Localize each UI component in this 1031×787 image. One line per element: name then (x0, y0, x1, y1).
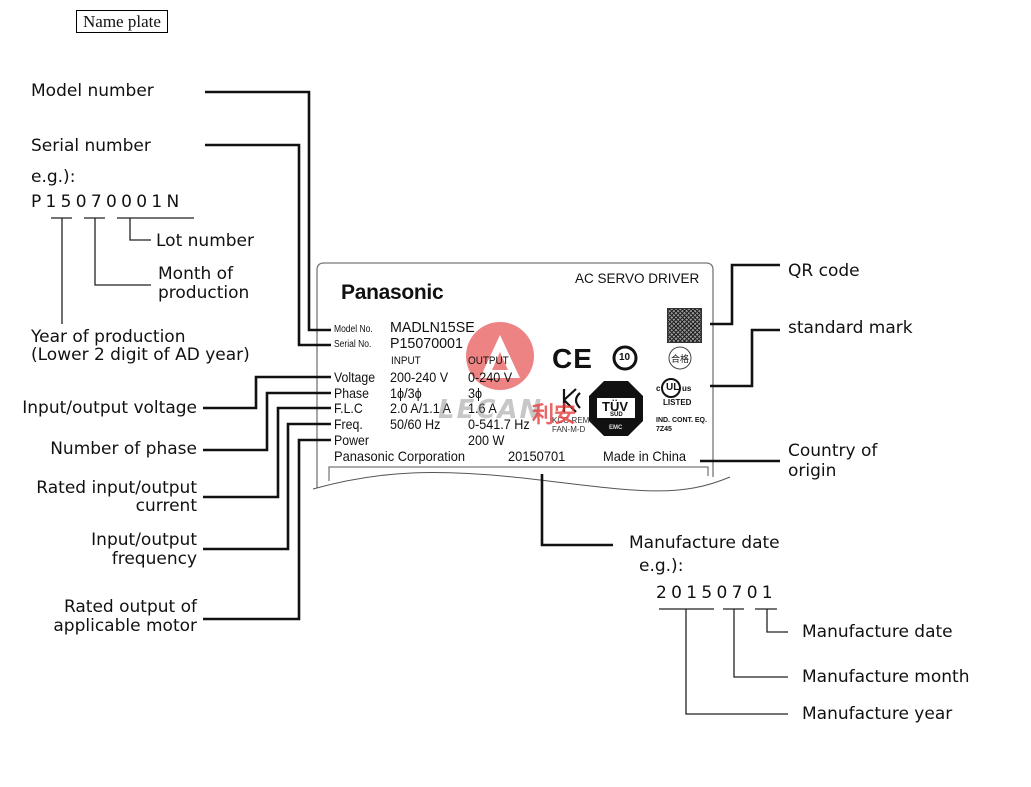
serial-example-prefix: e.g.): (31, 167, 76, 187)
label-io-voltage: Input/output voltage (22, 398, 197, 418)
kc-mark-text-2: FAN-M-D (552, 425, 586, 434)
pass-mark-icon: 合格 (671, 354, 690, 364)
plate-product: AC SERVO DRIVER (575, 271, 700, 286)
ce-mark-icon: CE (552, 343, 593, 374)
plate-row-output: 3ϕ (468, 385, 483, 401)
label-qr-code: QR code (788, 261, 860, 281)
label-serial-number: Serial number (31, 136, 151, 156)
pass-mark-circle (668, 346, 692, 370)
date-example-prefix: e.g.): (639, 556, 684, 576)
plate-row-label: F.L.C (334, 400, 363, 416)
label-manufacture-date: Manufacture date (629, 533, 780, 553)
label-date-part: Manufacture date (802, 622, 953, 642)
line-freq (203, 422, 331, 551)
plate-date: 20150701 (508, 448, 566, 464)
label-io-frequency-2: frequency (111, 549, 197, 569)
label-rated-current-1: Rated input/output (36, 478, 197, 498)
label-month-of-production-2: production (158, 283, 250, 303)
plate-row-input: 2.0 A/1.1 A (390, 400, 451, 416)
leader-mfg-month (733, 609, 788, 678)
ul-mark-listed: LISTED (663, 398, 692, 407)
plate-manufacturer: Panasonic Corporation (334, 448, 466, 464)
rohs-mark-icon: 10 (619, 352, 631, 363)
ul-mark-code: 7Z45 (656, 426, 672, 433)
leader-mfg-date (766, 609, 788, 633)
label-standard-mark: standard mark (788, 318, 913, 338)
line-serial-number (205, 143, 331, 347)
plate-row-label: Voltage (334, 369, 376, 385)
line-standard-mark (710, 328, 780, 388)
line-model-number (205, 90, 331, 332)
label-rated-current-2: current (135, 496, 197, 516)
plate-model-value: MADLN15SE (390, 319, 475, 336)
ul-mark-c: c (656, 384, 661, 393)
leader-month (94, 218, 151, 286)
label-model-number: Model number (31, 81, 154, 101)
plate-brand: Panasonic (341, 281, 444, 304)
plate-input-header: INPUT (391, 355, 421, 367)
plate-inner-frame (328, 466, 709, 481)
line-flc (203, 406, 331, 499)
tuv-mark (589, 381, 643, 436)
plate-serial-label: Serial No. (334, 339, 372, 350)
plate-row-input: 200-240 V (390, 369, 449, 385)
label-year-of-production-2: (Lower 2 digit of AD year) (31, 345, 250, 365)
ul-mark-icon: UL (666, 382, 680, 393)
plate-row-output: 1.6 A (468, 400, 497, 416)
plate-row-label: Phase (334, 385, 369, 401)
plate-row-label: Power (334, 432, 369, 448)
plate-model-label: Model No. (334, 324, 373, 335)
label-year-of-production-1: Year of production (31, 327, 186, 347)
plate-output-header: OUTPUT (468, 355, 509, 367)
line-qr (710, 263, 780, 326)
plate-row-output: 0-541.7 Hz (468, 416, 530, 432)
label-lot-number: Lot number (156, 231, 254, 251)
line-phase (203, 391, 331, 452)
watermark-logo (466, 322, 534, 390)
plate-row-input: 1ϕ/3ϕ (390, 385, 422, 401)
label-io-frequency-1: Input/output (91, 530, 197, 550)
plate-row-input: 50/60 Hz (390, 416, 441, 432)
serial-example-value: P15070001N (31, 192, 184, 212)
watermark-text: LECAN (438, 395, 544, 425)
tuv-mark-sub: SÜD (610, 412, 623, 418)
label-year-part: Manufacture year (802, 704, 953, 724)
plate-row-output: 0-240 V (468, 369, 513, 385)
label-country-of-origin-2: origin (788, 461, 837, 481)
line-power (203, 438, 331, 621)
ul-mark-ind: IND. CONT. EQ. (656, 417, 707, 424)
tuv-mark-bottom: EMC (609, 425, 623, 431)
rohs-mark-circle (612, 345, 638, 371)
plate-row-output: 200 W (468, 432, 505, 448)
kc-mark (562, 388, 581, 413)
label-month-of-production-1: Month of (158, 264, 234, 284)
label-number-of-phase: Number of phase (50, 439, 197, 459)
line-manufacture-date (540, 474, 613, 547)
line-voltage (203, 375, 331, 410)
plate-serial-value: P15070001 (390, 335, 463, 352)
plate-outline (316, 262, 714, 488)
date-example-value: 20150701 (656, 583, 777, 603)
label-rated-output-1: Rated output of (63, 597, 197, 617)
leader-lot (129, 218, 151, 241)
plate-origin: Made in China (603, 448, 687, 464)
plate-cut-wave (312, 472, 731, 492)
label-rated-output-2: applicable motor (53, 616, 197, 636)
ul-mark-circle (661, 378, 681, 398)
watermark-cn-text: 利安 (532, 403, 577, 428)
tuv-mark-label: TÜV (602, 399, 628, 414)
label-country-of-origin-1: Country of (788, 441, 878, 461)
diagram-title: Name plate (76, 10, 168, 33)
qr-code-icon (667, 308, 702, 343)
plate-row-label: Freq. (334, 416, 363, 432)
label-month-part: Manufacture month (802, 667, 970, 687)
ul-mark-us: us (682, 384, 692, 393)
leader-mfg-year (685, 609, 788, 715)
kc-mark-text-1: KCC-REM- (552, 416, 592, 425)
